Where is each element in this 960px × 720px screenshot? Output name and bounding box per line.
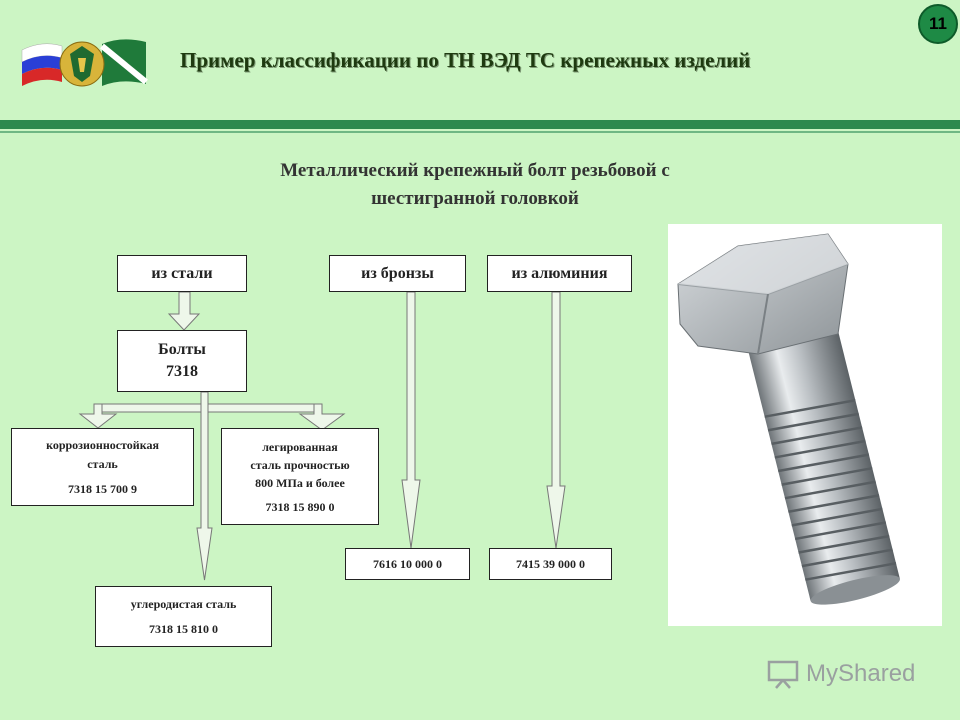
page-number-badge: 11 bbox=[918, 4, 958, 44]
node-corrosion-resistant-steel: коррозионностойкая сталь 7318 15 700 9 bbox=[11, 428, 194, 506]
arrow-aluminium-to-code bbox=[546, 291, 566, 549]
presentation-icon bbox=[767, 660, 799, 689]
node-bronze: из бронзы bbox=[329, 255, 466, 292]
node-alloy-steel: легированная сталь прочностью 800 МПа и … bbox=[221, 428, 379, 525]
corrosion-line-1: коррозионностойкая bbox=[46, 437, 159, 452]
arrow-steel-to-bolts bbox=[167, 291, 201, 331]
watermark: MyShared bbox=[766, 654, 936, 694]
flag-emblem-logo bbox=[18, 24, 148, 96]
arrow-to-carbon bbox=[196, 391, 213, 581]
node-carbon-steel: углеродистая сталь 7318 15 810 0 bbox=[95, 586, 272, 647]
header-divider-thin bbox=[0, 131, 960, 133]
node-steel: из стали bbox=[117, 255, 247, 292]
header-divider bbox=[0, 120, 960, 129]
node-aluminium-code: 7415 39 000 0 bbox=[489, 548, 612, 580]
page-title: Пример классификации по ТН ВЭД ТС крепеж… bbox=[180, 48, 751, 72]
arrow-bronze-to-code bbox=[401, 291, 421, 549]
alloy-line-3: 800 МПа и более bbox=[255, 475, 345, 490]
node-bolts: Болты 7318 bbox=[117, 330, 247, 392]
subtitle-line-1: Металлический крепежный болт резьбовой с bbox=[280, 160, 670, 181]
carbon-label: углеродистая сталь bbox=[130, 596, 237, 611]
alloy-line-1: легированная bbox=[262, 439, 338, 454]
bolts-label: Болты bbox=[158, 341, 206, 358]
arrow-to-alloy bbox=[298, 403, 346, 431]
diagram-subtitle: Металлический крепежный болт резьбовой с… bbox=[200, 157, 750, 213]
arrow-to-corrosion bbox=[78, 403, 118, 429]
carbon-code: 7318 15 810 0 bbox=[149, 621, 218, 636]
alloy-line-2: сталь прочностью bbox=[250, 457, 350, 472]
bolt-photo bbox=[668, 224, 942, 626]
node-bronze-code: 7616 10 000 0 bbox=[345, 548, 470, 580]
alloy-code: 7318 15 890 0 bbox=[265, 499, 335, 514]
watermark-text: MyShared bbox=[806, 660, 916, 687]
bolts-code: 7318 bbox=[166, 363, 198, 380]
node-aluminium: из алюминия bbox=[487, 255, 632, 292]
corrosion-code: 7318 15 700 9 bbox=[68, 481, 137, 496]
corrosion-line-2: сталь bbox=[87, 456, 118, 471]
subtitle-line-2: шестигранной головкой bbox=[371, 188, 579, 209]
